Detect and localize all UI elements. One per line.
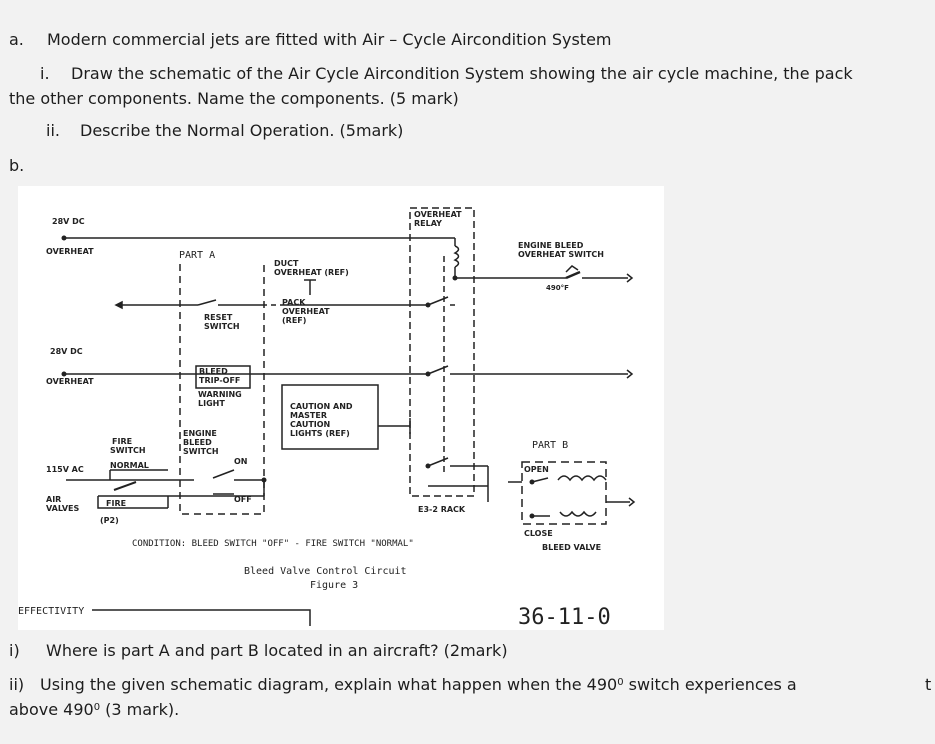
label-condition: CONDITION: BLEED SWITCH "OFF" - FIRE SWI… [132, 539, 414, 549]
question-b-marker: b. [9, 156, 25, 175]
question-a-i-marker: i. [40, 64, 50, 83]
part-b-box [521, 461, 607, 525]
question-b-ii-text-b: switch experiences a [623, 675, 797, 694]
label-part-a: PART A [179, 250, 215, 261]
overheat-relay-box [409, 207, 475, 497]
label-duct-1: DUCT [274, 259, 299, 268]
question-b-ii-sup: 0 [617, 677, 624, 688]
label-engine-bleed-3: SWITCH [183, 447, 219, 456]
question-b-ii-marker: ii) [9, 675, 25, 694]
label-effectivity: EFFECTIVITY [18, 606, 84, 617]
question-b-ii-trailing: t [925, 675, 932, 694]
question-a-i-line2: the other components. Name the component… [9, 89, 459, 108]
bleed-valve-circuit-figure: 28V DC OVERHEAT OVERHEAT RELAY ENGINE BL… [18, 186, 664, 630]
label-reset-1: RESET [204, 313, 233, 322]
label-28v-top: 28V DC [52, 217, 85, 226]
figure-caption-2: Figure 3 [310, 580, 358, 591]
label-caution-1: CAUTION AND [290, 402, 353, 411]
label-overheat-relay-2: RELAY [414, 219, 442, 228]
label-caution-2: MASTER [290, 411, 327, 420]
label-duct-2: OVERHEAT (REF) [274, 268, 349, 277]
question-b-i-text: Where is part A and part B located in an… [46, 641, 508, 660]
label-air-valves-2: VALVES [46, 504, 79, 513]
label-reset-2: SWITCH [204, 322, 240, 331]
question-a-text: Modern commercial jets are fitted with A… [47, 30, 612, 49]
label-close: CLOSE [524, 529, 553, 538]
label-engine-bleed-overheat-1: ENGINE BLEED [518, 241, 584, 250]
question-b-ii-line2: above 4900 (3 mark). [9, 700, 179, 720]
label-caution-4: LIGHTS (REF) [290, 429, 350, 438]
label-air-valves-1: AIR [46, 495, 61, 504]
page-code: 36-11-0 [518, 605, 611, 630]
label-fire: FIRE [106, 499, 126, 508]
label-temp-490: 490°F [546, 284, 569, 292]
label-part-b: PART B [532, 440, 568, 451]
question-a-ii-text: Describe the Normal Operation. (5mark) [80, 121, 404, 140]
label-caution-3: CAUTION [290, 420, 330, 429]
question-a-i-line1: Draw the schematic of the Air Cycle Airc… [71, 64, 853, 83]
label-fire-switch-2: SWITCH [110, 446, 146, 455]
label-e3-rack: E3-2 RACK [418, 505, 466, 514]
label-engine-bleed-overheat-2: OVERHEAT SWITCH [518, 250, 604, 259]
label-overheat-relay-1: OVERHEAT [414, 210, 462, 219]
label-warning-2: LIGHT [198, 399, 225, 408]
label-pack-1: PACK [282, 298, 306, 307]
question-b-ii-line2-sup: 0 [93, 702, 101, 713]
label-normal: NORMAL [110, 461, 149, 470]
label-115v: 115V AC [46, 465, 84, 474]
label-open: OPEN [524, 465, 549, 474]
label-overheat-mid: OVERHEAT [46, 377, 94, 386]
figure-caption-1: Bleed Valve Control Circuit [244, 566, 407, 577]
question-b-ii-line1: Using the given schematic diagram, expla… [40, 675, 797, 695]
question-b-i-marker: i) [9, 641, 20, 660]
label-p2: (P2) [100, 516, 119, 525]
question-b-ii-text-a: Using the given schematic diagram, expla… [40, 675, 618, 694]
question-b-ii-line2-b: (3 mark). [100, 700, 180, 719]
question-a-marker: a. [9, 30, 24, 49]
circuit-schematic: 28V DC OVERHEAT OVERHEAT RELAY ENGINE BL… [18, 207, 636, 630]
label-bleed-trip-2: TRIP-OFF [199, 376, 240, 385]
label-pack-3: (REF) [282, 316, 306, 325]
valve-coil-close [559, 510, 597, 517]
question-a-ii-marker: ii. [46, 121, 60, 140]
valve-coil-open [557, 475, 607, 482]
label-bleed-valve: BLEED VALVE [542, 543, 601, 552]
label-28v-mid: 28V DC [50, 347, 83, 356]
label-engine-bleed-1: ENGINE [183, 429, 217, 438]
label-fire-switch-1: FIRE [112, 437, 132, 446]
label-engine-bleed-2: BLEED [183, 438, 212, 447]
label-bleed-trip-1: BLEED [199, 367, 228, 376]
label-warning-1: WARNING [198, 390, 242, 399]
label-pack-2: OVERHEAT [282, 307, 330, 316]
label-off: OFF [234, 495, 252, 504]
part-a-box [179, 264, 265, 515]
label-overheat-top: OVERHEAT [46, 247, 94, 256]
relay-coil [453, 245, 460, 268]
label-on: ON [234, 457, 248, 466]
question-b-ii-line2-a: above 490 [9, 700, 94, 719]
